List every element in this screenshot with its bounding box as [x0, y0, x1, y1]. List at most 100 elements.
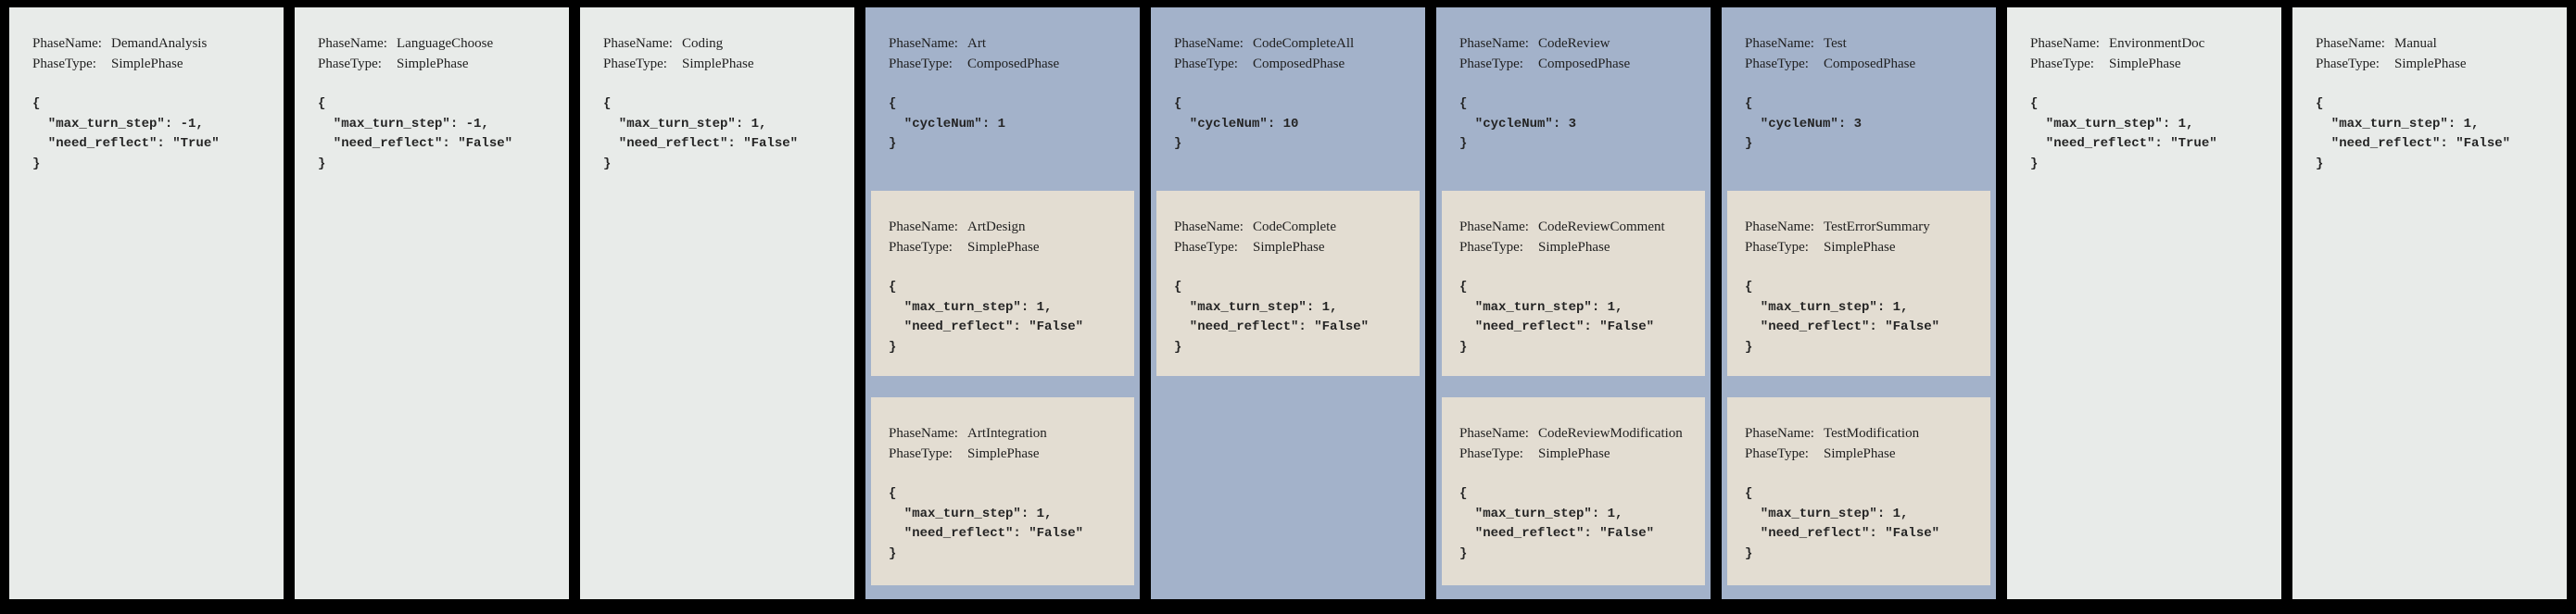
phase-name-value: EnvironmentDoc: [2109, 36, 2205, 51]
phase-type-label: PhaseType:: [1174, 240, 1238, 255]
phase-config-json: { "cycleNum": 1 }: [889, 96, 1006, 151]
phase-type-row: PhaseType: ComposedPhase: [1745, 54, 1987, 74]
phase-type-row: PhaseType:SimplePhase: [1174, 237, 1412, 257]
phase-config-json: { "cycleNum": 3 }: [1745, 96, 1863, 151]
phase-name-row: PhaseName:CodeCompleteAll: [1174, 33, 1416, 54]
phase-name-row: PhaseName: TestErrorSummary: [1745, 217, 1983, 237]
phase-type-row: PhaseType: SimplePhase: [1745, 444, 1983, 464]
phase-column-coding: PhaseName:Coding PhaseType:SimplePhase {…: [580, 7, 854, 599]
phase-name-value: ArtDesign: [967, 219, 1026, 234]
phase-name-label: PhaseName:: [32, 36, 102, 51]
phase-name-value: DemandAnalysis: [111, 36, 208, 51]
phase-type-value: ComposedPhase: [1253, 56, 1345, 71]
phase-type-row: PhaseType:SimplePhase: [1459, 444, 1698, 464]
phase-name-label: PhaseName:: [1459, 36, 1529, 51]
phase-type-label: PhaseType:: [1459, 240, 1523, 255]
phase-config-json: { "cycleNum": 10 }: [1174, 96, 1299, 151]
phase-name-row: PhaseName:Test: [1745, 33, 1987, 54]
phase-name-label: PhaseName:: [889, 36, 958, 51]
phase-name-label: PhaseName:: [1745, 36, 1814, 51]
phase-type-label: PhaseType:: [1459, 446, 1523, 461]
phase-column-languagechoose: PhaseName: LanguageChoose PhaseType:Simpl…: [295, 7, 569, 599]
phase-type-label: PhaseType:: [1745, 56, 1809, 71]
phase-type-label: PhaseType:: [2316, 56, 2380, 71]
phase-name-label: PhaseName:: [2316, 36, 2385, 51]
phase-name-row: PhaseName: CodeReview: [1459, 33, 1701, 54]
phase-type-row: PhaseType: SimplePhase: [2316, 54, 2557, 74]
phase-name-label: PhaseName:: [318, 36, 387, 51]
phase-config-json: { "max_turn_step": 1, "need_reflect": "F…: [1174, 280, 1370, 355]
subphase-card-artdesign: PhaseName: ArtDesign PhaseType: SimplePhas…: [871, 191, 1134, 376]
phase-type-value: SimplePhase: [1824, 446, 1896, 461]
phase-config-json: { "max_turn_step": -1, "need_reflect": "…: [318, 96, 513, 171]
phase-type-row: PhaseType:SimplePhase: [318, 54, 560, 74]
phase-type-label: PhaseType:: [1745, 446, 1809, 461]
phase-name-value: CodeReviewModification: [1538, 426, 1683, 441]
phase-name-label: PhaseName:: [1459, 426, 1529, 441]
phase-type-value: ComposedPhase: [967, 56, 1060, 71]
phase-name-row: PhaseName:ArtIntegration: [889, 423, 1127, 444]
phase-config-json: { "max_turn_step": 1, "need_reflect": "F…: [1745, 280, 1940, 355]
phase-type-row: PhaseType:SimplePhase: [603, 54, 845, 74]
subphase-card-codereviewmodification: PhaseName: CodeReviewModification PhaseTy…: [1442, 397, 1705, 585]
phase-type-value: SimplePhase: [1824, 240, 1896, 255]
phase-type-row: PhaseType:ComposedPhase: [1174, 54, 1416, 74]
subphase-divider: [865, 376, 1140, 397]
phase-config-json: { "max_turn_step": 1, "need_reflect": "T…: [2030, 96, 2217, 171]
phase-type-value: SimplePhase: [682, 56, 754, 71]
phase-type-label: PhaseType:: [889, 240, 953, 255]
phase-config-json: { "max_turn_step": 1, "need_reflect": "F…: [1459, 280, 1655, 355]
phase-type-label: PhaseType:: [1745, 240, 1809, 255]
phase-name-row: PhaseName: DemandAnalysis: [32, 33, 274, 54]
composed-phase-header: PhaseName:CodeCompleteAll PhaseType:Comp…: [1151, 7, 1425, 191]
phase-type-value: ComposedPhase: [1538, 56, 1631, 71]
phase-name-value: CodeReview: [1538, 36, 1610, 51]
phase-type-row: PhaseType: SimplePhase: [1745, 237, 1983, 257]
phase-column-test: PhaseName:Test PhaseType: ComposedPhase {…: [1722, 7, 1996, 599]
phase-config-json: { "max_turn_step": 1, "need_reflect": "F…: [889, 280, 1084, 355]
phase-name-label: PhaseName:: [2030, 36, 2100, 51]
phase-type-row: PhaseType:SimplePhase: [889, 444, 1127, 464]
phase-name-row: PhaseName: ArtDesign: [889, 217, 1127, 237]
phase-name-label: PhaseName:: [889, 219, 958, 234]
composed-phase-header: PhaseName: CodeReview PhaseType: ComposedP…: [1436, 7, 1711, 191]
phase-type-value: ComposedPhase: [1824, 56, 1916, 71]
phase-name-label: PhaseName:: [603, 36, 673, 51]
phase-name-value: ArtIntegration: [967, 426, 1047, 441]
phase-column-codereview: PhaseName: CodeReview PhaseType: ComposedP…: [1436, 7, 1711, 599]
phase-type-label: PhaseType:: [2030, 56, 2094, 71]
phase-type-value: SimplePhase: [397, 56, 469, 71]
phase-type-row: PhaseType:SimplePhase: [1459, 237, 1698, 257]
phase-type-value: SimplePhase: [2394, 56, 2467, 71]
phase-type-label: PhaseType:: [889, 446, 953, 461]
composed-phase-header: PhaseName:Test PhaseType: ComposedPhase {…: [1722, 7, 1996, 191]
phase-config-json: { "max_turn_step": 1, "need_reflect": "F…: [603, 96, 799, 171]
phase-name-value: TestModification: [1824, 426, 1920, 441]
phase-type-row: PhaseType:SimplePhase: [32, 54, 274, 74]
phase-name-row: PhaseName: EnvironmentDoc: [2030, 33, 2272, 54]
phase-name-row: PhaseName:Coding: [603, 33, 845, 54]
phase-name-value: CodeComplete: [1253, 219, 1336, 234]
phase-config-json: { "max_turn_step": 1, "need_reflect": "F…: [1459, 486, 1655, 561]
phase-name-label: PhaseName:: [1745, 219, 1814, 234]
phase-column-environmentdoc: PhaseName: EnvironmentDoc PhaseType: Simpl…: [2007, 7, 2281, 599]
phase-name-row: PhaseName: CodeReviewModification: [1459, 423, 1698, 444]
subphase-divider: [1722, 376, 1996, 397]
subphase-card-testmodification: PhaseName:TestModification PhaseType: Sim…: [1727, 397, 1990, 585]
phase-config-json: { "cycleNum": 3 }: [1459, 96, 1577, 151]
subphase-card-testerrorsummary: PhaseName: TestErrorSummary PhaseType: Sim…: [1727, 191, 1990, 376]
phase-name-row: PhaseName: LanguageChoose: [318, 33, 560, 54]
phase-type-label: PhaseType:: [889, 56, 953, 71]
phase-type-label: PhaseType:: [32, 56, 96, 71]
subphase-card-artintegration: PhaseName:ArtIntegration PhaseType:Simpl…: [871, 397, 1134, 585]
phase-name-row: PhaseName: Art: [889, 33, 1130, 54]
phase-type-value: SimplePhase: [967, 240, 1040, 255]
phase-name-row: PhaseName:TestModification: [1745, 423, 1983, 444]
phase-name-value: TestErrorSummary: [1824, 219, 1930, 234]
phase-name-value: Art: [967, 36, 986, 51]
phase-name-row: PhaseName:CodeComplete: [1174, 217, 1412, 237]
phase-name-row: PhaseName:CodeReviewComment: [1459, 217, 1698, 237]
phase-type-value: SimplePhase: [2109, 56, 2181, 71]
phase-name-value: LanguageChoose: [397, 36, 494, 51]
phase-type-label: PhaseType:: [1459, 56, 1523, 71]
